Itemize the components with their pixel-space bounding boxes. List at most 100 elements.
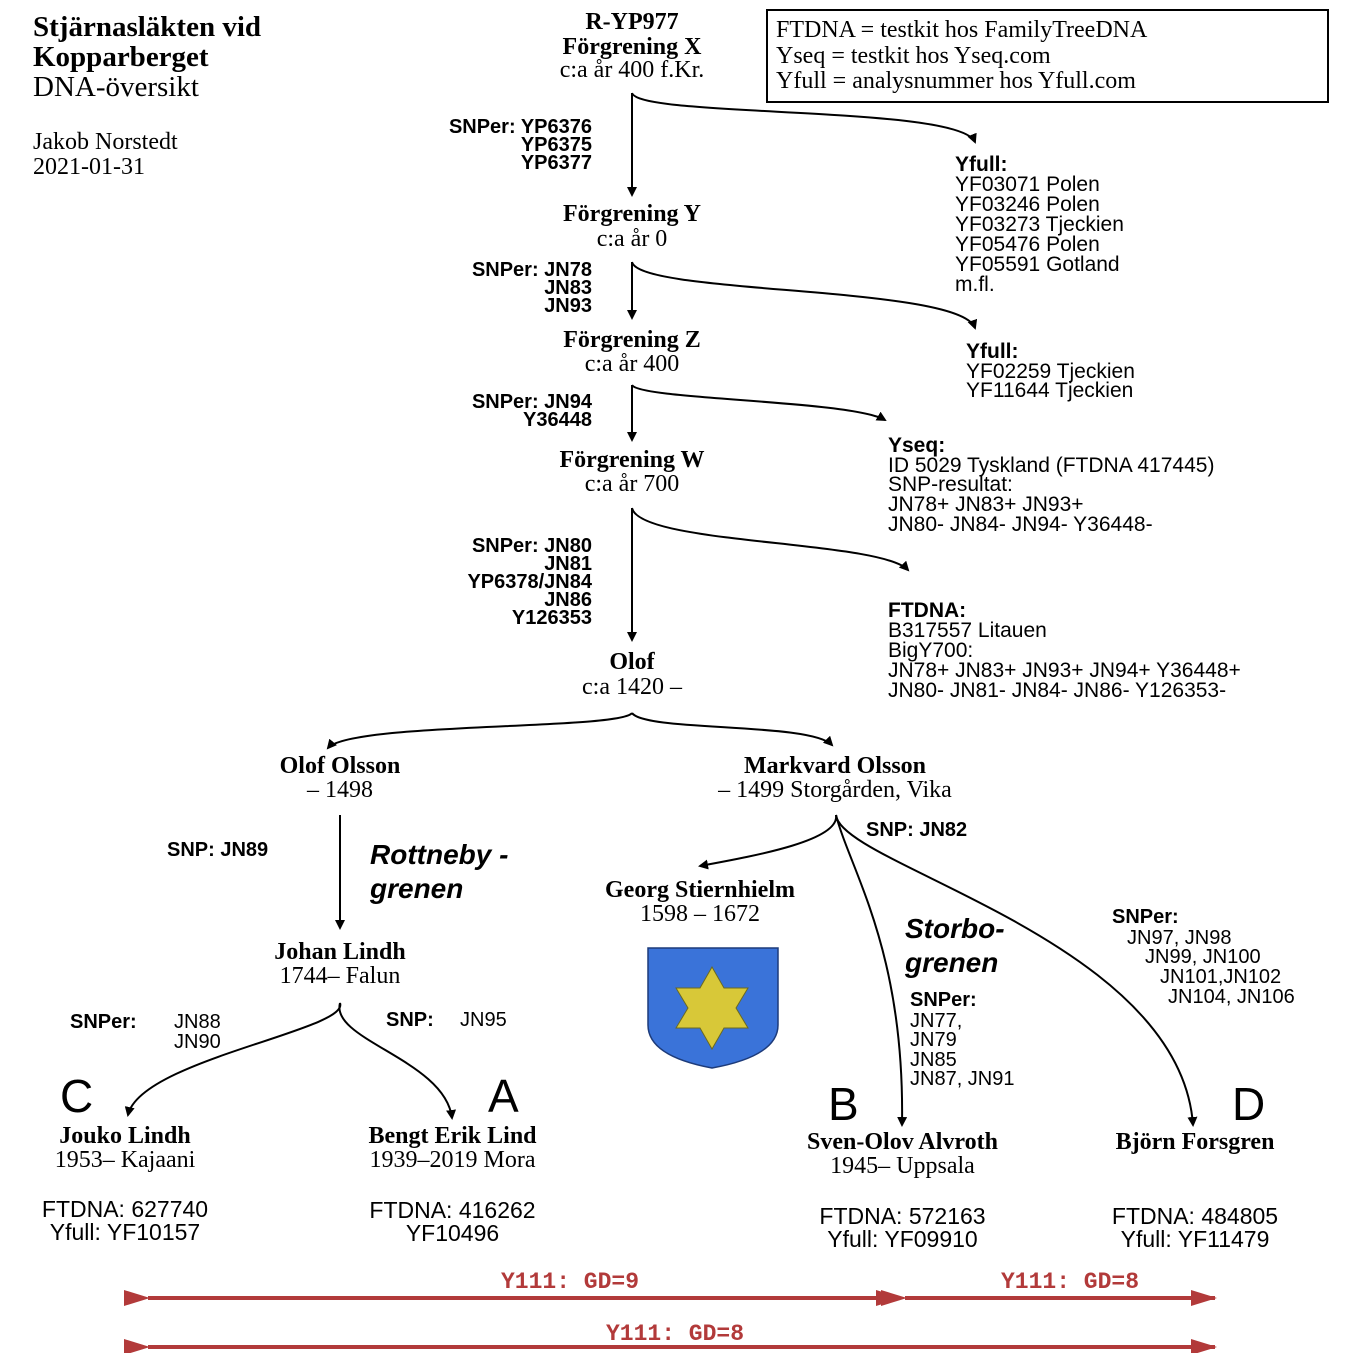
snp-yz-3: JN93 (544, 295, 592, 317)
snp-d-label: SNPer: (1112, 906, 1179, 928)
node-bengt-kit1: FTDNA: 416262 (369, 1197, 536, 1223)
snp-a-label: SNP: (386, 1009, 434, 1031)
node-johan-dates: 1744– Falun (279, 963, 401, 989)
node-jouko-kit2: Yfull: YF10157 (49, 1219, 201, 1245)
snp-wo-3: YP6378/JN84 (467, 571, 592, 593)
node-olofolsson-dates: – 1498 (307, 777, 373, 803)
node-sven-kit1: FTDNA: 572163 (819, 1203, 986, 1229)
branch-rottneby-1: Rottneby - (370, 839, 509, 870)
legend-line-ftdna: FTDNA = testkit hos FamilyTreeDNA (776, 17, 1148, 43)
ftdna-line: JN80- JN81- JN84- JN86- Y126353- (888, 679, 1227, 702)
yfull2-line: YF11644 Tjeckien (966, 379, 1134, 402)
yseq-line: JN80- JN84- JN94- Y36448- (888, 513, 1153, 536)
yfull2-label: Yfull: (966, 340, 1019, 363)
snp-a-value: JN95 (460, 1009, 507, 1031)
snp-yz-2: JN83 (544, 277, 592, 299)
node-olof-name: Olof (609, 649, 655, 675)
snp-c-line: JN90 (174, 1031, 221, 1053)
group-letter-d: D (1232, 1078, 1266, 1130)
author: Jakob Norstedt (33, 129, 178, 155)
arrow-markvard-bjorn (835, 814, 1198, 1127)
arrow-markvard-georg (698, 814, 838, 870)
ftdna-line: BigY700: (888, 639, 974, 662)
yfull1-line: YF03273 Tjeckien (955, 213, 1124, 236)
node-markvard-dates: – 1499 Storgården, Vika (718, 777, 952, 803)
node-bengt-dates: 1939–2019 Mora (369, 1147, 536, 1173)
node-olof-dates: c:a 1420 – (582, 674, 682, 700)
snp-d-line: JN104, JN106 (1168, 986, 1295, 1008)
yseq-line: JN78+ JN83+ JN93+ (888, 493, 1084, 516)
node-w-dates: c:a år 700 (584, 471, 680, 497)
yseq-label: Yseq: (888, 434, 946, 457)
yfull1-line: YF03246 Polen (955, 193, 1100, 216)
node-bjorn-kit2: Yfull: YF11479 (1120, 1226, 1270, 1252)
node-bjorn-kit1: FTDNA: 484805 (1111, 1203, 1279, 1229)
node-bjorn-name: Björn Forsgren (1115, 1129, 1275, 1155)
arrow-x-yfull1 (631, 92, 977, 144)
gd-label-bottom: Y111: GD=8 (605, 1321, 745, 1347)
snp-b-line: JN79 (910, 1029, 957, 1051)
snp-jn82: SNP: JN82 (866, 819, 968, 841)
node-jouko-dates: 1953– Kajaani (54, 1147, 196, 1173)
node-jouko-kit1: FTDNA: 627740 (41, 1196, 209, 1222)
snp-wo-5: Y126353 (511, 607, 592, 629)
arrow-olof-markvard (631, 712, 834, 747)
yfull1-line: YF03071 Polen (955, 173, 1100, 196)
legend-line-yfull: Yfull = analysnummer hos Yfull.com (776, 68, 1136, 94)
node-x-dates: c:a år 400 f.Kr. (559, 57, 705, 83)
snp-xy-2: YP6375 (520, 134, 592, 156)
snp-zw-2: Y36448 (523, 409, 592, 431)
node-y-dates: c:a år 0 (596, 226, 668, 252)
snp-b-line: JN77, (910, 1010, 963, 1032)
node-johan-name: Johan Lindh (274, 939, 406, 965)
node-georg-name: Georg Stiernhielm (605, 877, 795, 903)
snp-d-line: JN99, JN100 (1145, 946, 1261, 968)
node-y-name: Förgrening Y (563, 201, 701, 227)
node-x-name1: R-YP977 (585, 9, 679, 35)
ftdna-line: B317557 Litauen (888, 619, 1047, 642)
branch-storbo-2: grenen (905, 947, 999, 978)
title-line1: Stjärnasläkten vid (33, 11, 262, 43)
snp-b-line: JN85 (910, 1049, 957, 1071)
snp-wo-2: JN81 (544, 553, 592, 575)
title-line2: Kopparberget (33, 41, 209, 73)
snp-wo-1: SNPer: JN80 (471, 535, 592, 557)
snp-d-line: JN97, JN98 (1127, 927, 1232, 949)
node-markvard-name: Markvard Olsson (743, 753, 926, 779)
yseq-line: SNP-resultat: (888, 473, 1013, 496)
ftdna-line: JN78+ JN83+ JN93+ JN94+ Y36448+ (888, 659, 1241, 682)
node-w-name: Förgrening W (559, 447, 705, 473)
arrow-olof-olofolsson (326, 712, 633, 750)
node-z-name: Förgrening Z (563, 327, 701, 353)
legend-box (766, 9, 1329, 103)
branch-rottneby-2: grenen (370, 873, 464, 904)
node-sven-dates: 1945– Uppsala (830, 1153, 975, 1179)
snp-xy-3: YP6377 (520, 152, 592, 174)
arrow-w-ftdna (631, 507, 910, 572)
yfull1-line: m.fl. (955, 273, 995, 296)
snp-yz-1: SNPer: JN78 (471, 259, 592, 281)
arrow-johan-bengt (338, 1002, 456, 1120)
arrow-z-yseq (631, 384, 887, 421)
date: 2021-01-31 (33, 154, 145, 180)
gd-label-top-right: Y111: GD=8 (1000, 1269, 1140, 1295)
node-jouko-name: Jouko Lindh (59, 1123, 191, 1149)
node-x-name2: Förgrening X (562, 34, 702, 60)
snp-xy-1: SNPer: YP6376 (448, 116, 592, 138)
snp-jn89: SNP: JN89 (167, 839, 269, 861)
arrow-y-yfull2 (631, 261, 978, 330)
snp-d-line: JN101,JN102 (1160, 966, 1282, 988)
node-bengt-kit2: YF10496 (405, 1220, 500, 1246)
arrow-markvard-sven (835, 814, 908, 1127)
group-letter-a: A (488, 1070, 519, 1122)
yfull1-line: YF05591 Gotland (955, 253, 1120, 276)
snp-b-line: JN87, JN91 (910, 1068, 1015, 1090)
node-bengt-name: Bengt Erik Lind (368, 1123, 537, 1149)
yfull1-label: Yfull: (955, 153, 1008, 176)
yfull1-line: YF05476 Polen (955, 233, 1100, 256)
snp-zw-1: SNPer: JN94 (471, 391, 592, 413)
node-z-dates: c:a år 400 (584, 351, 680, 377)
ftdna-label: FTDNA: (888, 599, 967, 622)
group-letter-b: B (828, 1078, 859, 1130)
